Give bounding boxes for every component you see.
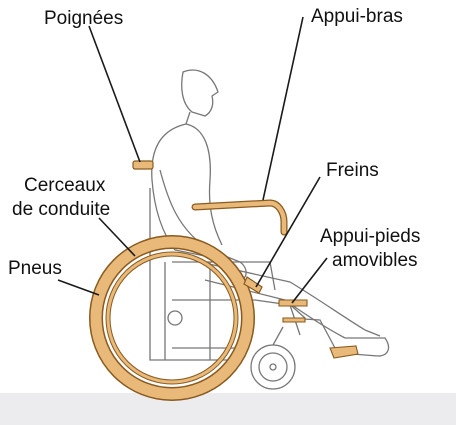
label-armrests: Appui-bras <box>311 6 403 28</box>
footrest-lower <box>283 318 305 322</box>
label-footrests-line1: Appui-pieds <box>320 226 420 248</box>
label-push-rims-line2: de conduite <box>12 199 110 221</box>
label-brakes: Freins <box>326 160 379 182</box>
label-tires: Pneus <box>8 258 62 280</box>
label-footrests-line2: amovibles <box>332 250 418 272</box>
label-handles: Poignées <box>44 8 123 30</box>
leader-handles <box>89 26 140 162</box>
leader-footrests <box>292 258 327 303</box>
person-sketch <box>152 70 389 356</box>
front-caster <box>251 327 295 389</box>
leader-armrests <box>263 17 303 200</box>
floor <box>0 393 456 425</box>
handle-grip <box>133 161 153 169</box>
label-push-rims-line1: Cerceaux <box>24 175 105 197</box>
leader-push-rims <box>99 218 135 256</box>
leader-lines <box>58 17 327 303</box>
footplate <box>330 346 358 358</box>
leader-tires <box>58 280 99 295</box>
leader-brakes <box>256 177 320 287</box>
